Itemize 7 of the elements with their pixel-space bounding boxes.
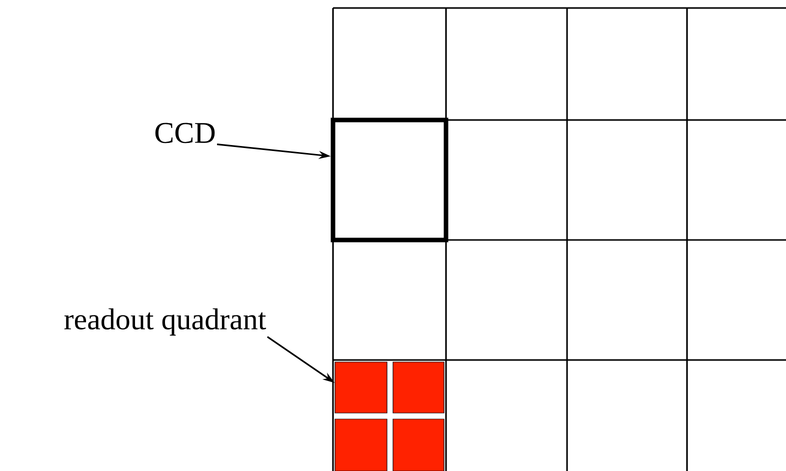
ccd-box	[330, 118, 448, 242]
label-text: CCD	[155, 122, 215, 144]
readout-quadrant	[334, 362, 388, 414]
readout-quadrant	[392, 418, 444, 471]
readout-quadrant	[334, 418, 388, 471]
readout-quadrant	[392, 362, 444, 414]
label-text: readout quadrant	[64, 308, 266, 336]
